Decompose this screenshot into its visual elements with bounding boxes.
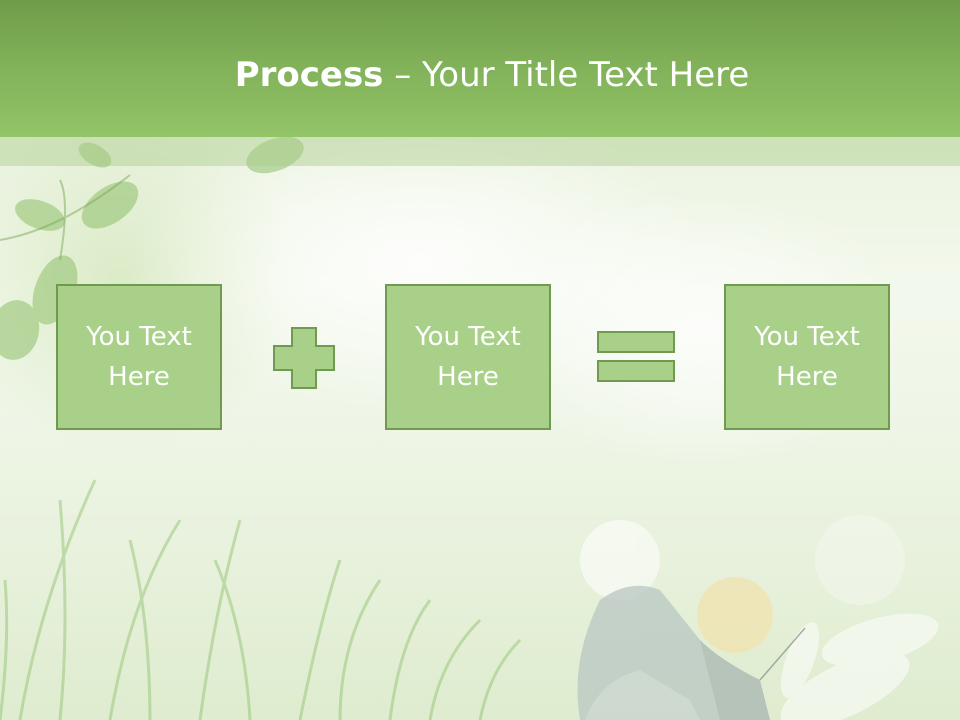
process-box-1-line2: Here [108, 362, 170, 392]
process-box-1-line1: You Text [86, 322, 192, 352]
slide-title-bold: Process [234, 55, 384, 95]
title-bar [0, 0, 960, 137]
process-box-2[interactable]: You Text Here [385, 284, 551, 430]
slide-title-rest: – Your Title Text Here [383, 55, 750, 95]
equals-icon [596, 330, 678, 386]
butterfly-decoration [577, 585, 806, 720]
leaves-decoration [0, 136, 304, 360]
process-box-3-line2: Here [776, 362, 838, 392]
process-box-3[interactable]: You Text Here [724, 284, 890, 430]
process-box-2-line1: You Text [415, 322, 521, 352]
slide-title[interactable]: Process – Your Title Text Here [0, 53, 960, 97]
grass-decoration [0, 479, 522, 720]
plus-icon [272, 326, 336, 390]
process-box-2-line2: Here [437, 362, 499, 392]
process-box-1[interactable]: You Text Here [56, 284, 222, 430]
title-bar-strip [0, 137, 960, 166]
process-box-3-line1: You Text [754, 322, 860, 352]
